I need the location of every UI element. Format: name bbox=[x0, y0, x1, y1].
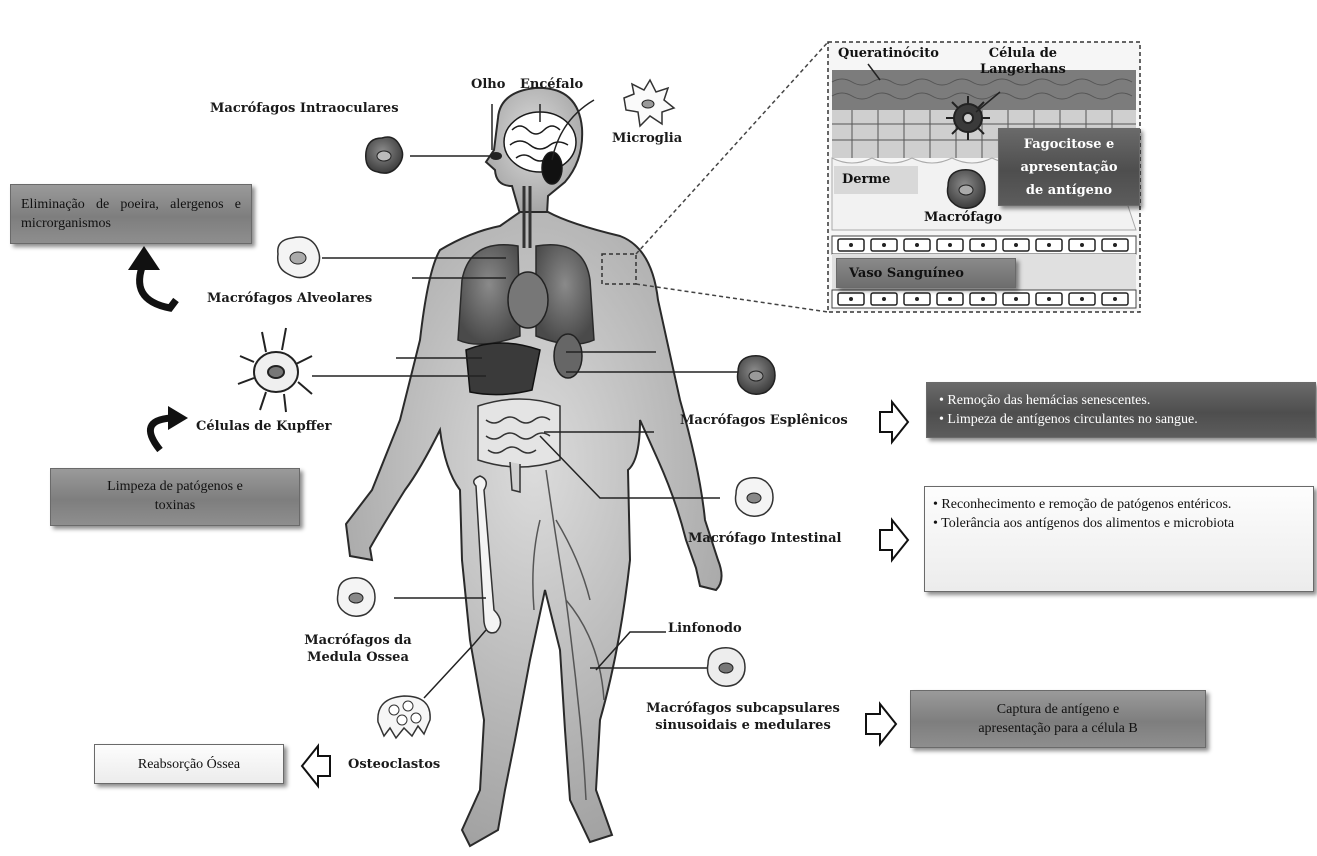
label-esplenicos: Macrófagos Esplênicos bbox=[680, 412, 848, 429]
cell-osteoclast-icon bbox=[378, 696, 430, 738]
label-kupffer: Células de Kupffer bbox=[196, 418, 331, 435]
cell-alveolar-icon bbox=[278, 237, 320, 278]
label-macrofago-inset: Macrófago bbox=[924, 210, 1002, 226]
arrow-left-icon bbox=[302, 746, 330, 786]
cell-kupffer-icon bbox=[238, 328, 312, 412]
cell-microglia-icon bbox=[624, 80, 674, 126]
arrow-right-icon bbox=[880, 520, 908, 560]
box-reabsorcao: Reabsorção Óssea bbox=[94, 744, 284, 784]
label-alveolares: Macrófagos Alveolares bbox=[207, 290, 372, 307]
heart bbox=[508, 272, 548, 328]
box-eliminacao: Eliminação de poeira, alergenos e micror… bbox=[10, 184, 252, 244]
label-vaso: Vaso Sanguíneo bbox=[836, 258, 1016, 288]
arrow-right-icon bbox=[880, 402, 908, 442]
label-derme: Derme bbox=[834, 166, 918, 194]
label-intraoculares: Macrófagos Intraoculares bbox=[210, 100, 399, 117]
label-linfonodo: Linfonodo bbox=[668, 620, 742, 637]
cell-subcapsular-icon bbox=[708, 648, 746, 687]
cell-intraocular-icon bbox=[366, 137, 403, 173]
label-queratinocito: Queratinócito bbox=[838, 46, 939, 62]
liver bbox=[466, 343, 540, 395]
label-microglia: Microglia bbox=[612, 130, 682, 147]
cell-intestinal-icon bbox=[736, 478, 774, 517]
label-osteoclastos: Osteoclastos bbox=[348, 756, 440, 773]
box-esplenicos: • Remoção das hemácias senescentes.• Lim… bbox=[926, 382, 1316, 438]
box-intestinal: • Reconhecimento e remoção de patógenos … bbox=[924, 486, 1314, 592]
cell-bone-marrow-icon bbox=[338, 578, 376, 617]
label-intestinal: Macrófago Intestinal bbox=[688, 530, 841, 547]
cell-splenic-icon bbox=[738, 356, 776, 395]
arrow-right-icon bbox=[866, 704, 896, 744]
label-encefalo: Encéfalo bbox=[520, 76, 583, 93]
label-olho: Olho bbox=[471, 76, 505, 93]
